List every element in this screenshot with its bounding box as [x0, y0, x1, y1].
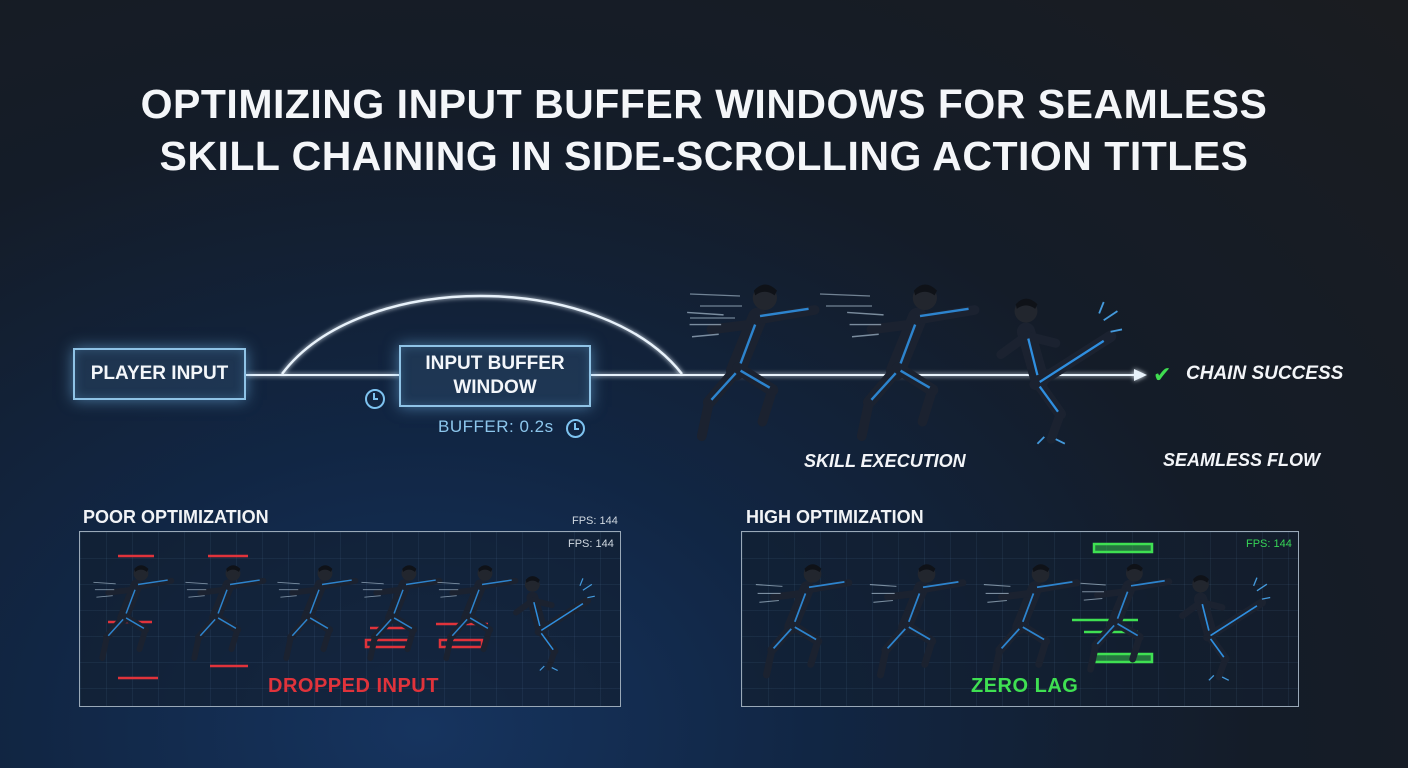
- poor-panel-title: POOR OPTIMIZATION: [83, 507, 269, 527]
- check-icon: ✔: [1153, 362, 1172, 387]
- skill-execution-label: SKILL EXECUTION: [804, 451, 966, 471]
- poor-sequence: [80, 554, 622, 680]
- clock-icon: [365, 389, 385, 409]
- clock-icon: [566, 419, 585, 438]
- title-line-1: OPTIMIZING INPUT BUFFER WINDOWS FOR SEAM…: [140, 81, 1268, 127]
- arrow-head-icon: [1134, 369, 1147, 381]
- zero-lag-label: ZERO LAG: [971, 675, 1079, 697]
- chain-success-label: CHAIN SUCCESS: [1186, 363, 1344, 384]
- high-optimization-panel: FPS: 144: [741, 531, 1299, 707]
- dropped-input-label: DROPPED INPUT: [268, 675, 439, 697]
- fps-counter: FPS: 144: [568, 538, 614, 550]
- seamless-flow-label: SEAMLESS FLOW: [1163, 450, 1320, 470]
- fps-counter: FPS: 144: [572, 515, 618, 527]
- buffer-duration-label: BUFFER: 0.2s: [438, 417, 554, 436]
- high-panel-title: HIGH OPTIMIZATION: [746, 507, 924, 527]
- poor-optimization-panel: FPS: 144: [79, 531, 621, 707]
- fighter-figure: [680, 276, 840, 446]
- high-sequence: [742, 542, 1300, 708]
- title-line-2: SKILL CHAINING IN SIDE-SCROLLING ACTION …: [159, 133, 1249, 179]
- dropped-input-markers: [108, 554, 488, 680]
- fps-counter: FPS: 144: [1246, 538, 1292, 550]
- player-input-box: PLAYER INPUT: [73, 348, 246, 400]
- fighter-kick-figure: [970, 286, 1130, 446]
- buffer-window-box: INPUT BUFFER WINDOW: [399, 345, 591, 407]
- buffer-arc: [281, 294, 683, 375]
- page-title: OPTIMIZING INPUT BUFFER WINDOWS FOR SEAM…: [0, 78, 1408, 182]
